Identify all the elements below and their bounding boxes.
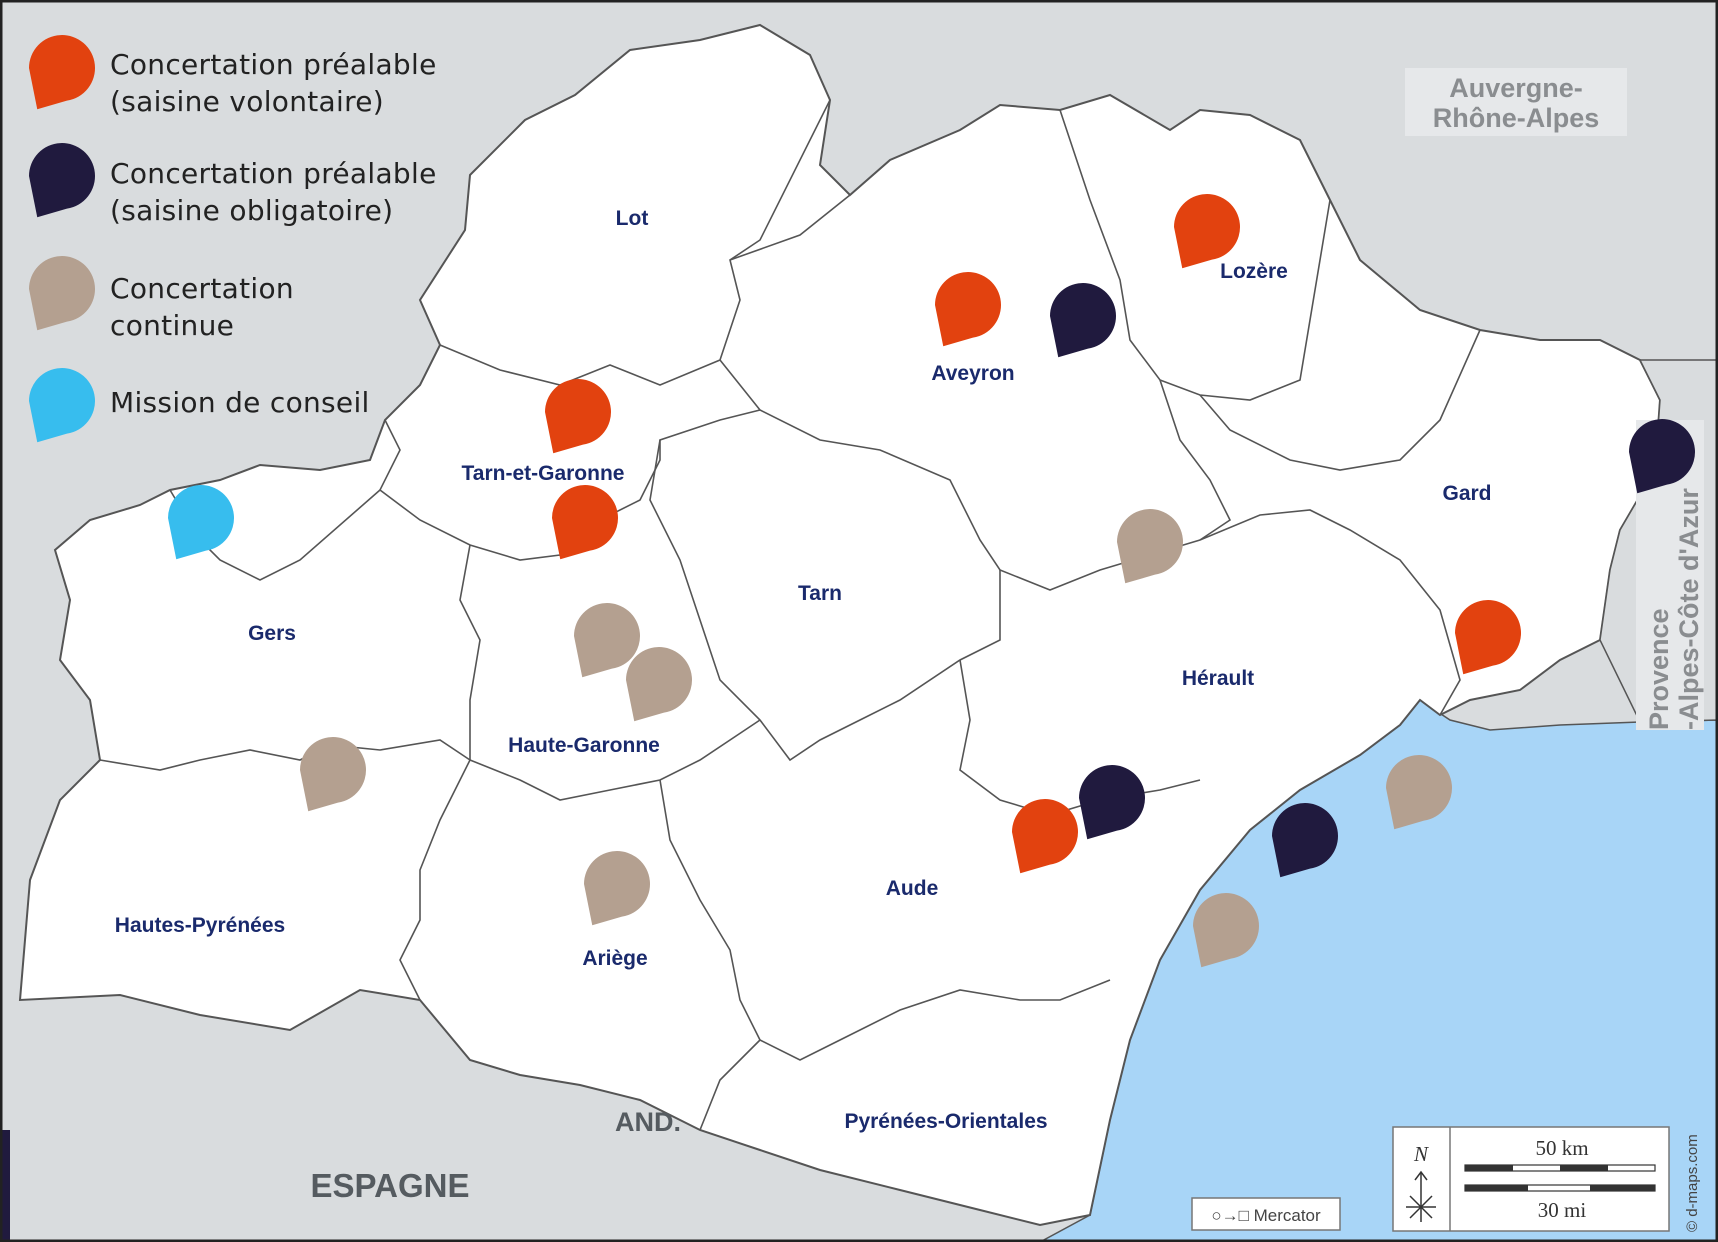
dept-label-aveyron: Aveyron [931, 362, 1014, 385]
dept-label-tarn: Tarn [798, 582, 842, 605]
legend-label-continue-1: Concertation [110, 272, 294, 305]
legend-label-volontaire-2: (saisine volontaire) [110, 85, 385, 118]
pin-volontaire-4[interactable] [1455, 600, 1521, 675]
pin-continue-13[interactable] [300, 737, 366, 812]
legend-label-conseil-1: Mission de conseil [110, 386, 370, 419]
legend-item-conseil: Mission de conseil [110, 384, 370, 421]
compass-icon [1406, 1170, 1436, 1222]
dept-label-gers: Gers [248, 622, 296, 645]
pin-obligatoire-8[interactable] [1079, 765, 1146, 840]
pin-continue-11[interactable] [574, 603, 641, 678]
legend-label-volontaire-1: Concertation préalable [110, 48, 437, 81]
pin-volontaire-3[interactable] [1174, 194, 1240, 269]
pin-continue-12[interactable] [626, 647, 692, 722]
legend-pin-obligatoire[interactable] [29, 143, 95, 218]
dept-label-gard: Gard [1442, 482, 1491, 505]
pin-volontaire-2[interactable] [935, 272, 1002, 347]
pins-layer [168, 194, 1695, 968]
left-accent-strip [0, 1130, 10, 1242]
region-label-auvergne-2: Rhône-Alpes [1433, 103, 1600, 133]
pin-volontaire-5[interactable] [1012, 799, 1078, 874]
dept-label-hautes-pyrenees: Hautes-Pyrénées [115, 914, 285, 937]
dept-label-tarn-et-garonne: Tarn-et-Garonne [462, 462, 625, 485]
pin-continue-10[interactable] [1117, 509, 1183, 584]
department-borders [99, 99, 1481, 1131]
legend-item-continue: Concertation continue [110, 270, 294, 344]
dept-label-haute-garonne: Haute-Garonne [508, 734, 660, 757]
dept-label-aude: Aude [886, 877, 939, 900]
pin-obligatoire-7[interactable] [1629, 419, 1695, 494]
pin-continue-15[interactable] [1386, 755, 1452, 830]
legend-pins [29, 35, 95, 443]
scale-box: N 50 km 30 mi [1392, 1126, 1670, 1232]
country-label-andorre: AND. [615, 1107, 681, 1137]
legend-label-obligatoire-1: Concertation préalable [110, 157, 437, 190]
dept-label-pyrenees-orientales: Pyrénées-Orientales [844, 1110, 1047, 1133]
espagne-area [0, 990, 1080, 1242]
legend-label-obligatoire-2: (saisine obligatoire) [110, 194, 394, 227]
compass-north-label: N [1413, 1142, 1429, 1166]
legend-pin-volontaire[interactable] [29, 35, 95, 110]
scale-km-label: 50 km [1535, 1136, 1588, 1160]
dept-label-lozere: Lozère [1220, 260, 1288, 283]
scale-mi-label: 30 mi [1538, 1198, 1587, 1222]
region-label-auvergne-1: Auvergne- [1449, 73, 1583, 103]
country-label-espagne: ESPAGNE [311, 1167, 470, 1204]
dept-label-lot: Lot [616, 207, 649, 230]
credit-label: © d-maps.com [1684, 1134, 1701, 1232]
region-label-provence-group: Provence -Alpes-Côte d'Azur [1644, 488, 1704, 730]
legend-pin-conseil[interactable] [29, 368, 95, 443]
region-label-provence-2: -Alpes-Côte d'Azur [1674, 488, 1704, 730]
legend-item-obligatoire: Concertation préalable (saisine obligato… [110, 155, 437, 229]
projection-label: ○→□ Mercator [1211, 1206, 1321, 1225]
pin-continue-14[interactable] [584, 851, 651, 926]
pin-conseil-17[interactable] [168, 485, 234, 560]
auvergne-label-bg [1405, 68, 1627, 136]
legend-label-continue-2: continue [110, 309, 235, 342]
region-label-provence-1: Provence [1644, 608, 1674, 730]
pin-obligatoire-6[interactable] [1050, 283, 1116, 358]
dept-label-ariege: Ariège [582, 947, 647, 970]
dept-label-herault: Hérault [1182, 667, 1254, 690]
pin-volontaire-0[interactable] [545, 379, 611, 454]
pin-volontaire-1[interactable] [552, 485, 618, 560]
legend-item-volontaire: Concertation préalable (saisine volontai… [110, 46, 437, 120]
pin-continue-16[interactable] [1193, 893, 1260, 968]
legend-pin-continue[interactable] [29, 256, 95, 331]
projection-box [1191, 1197, 1341, 1231]
pin-obligatoire-9[interactable] [1272, 803, 1338, 878]
occitanie-area [18, 23, 1662, 1227]
